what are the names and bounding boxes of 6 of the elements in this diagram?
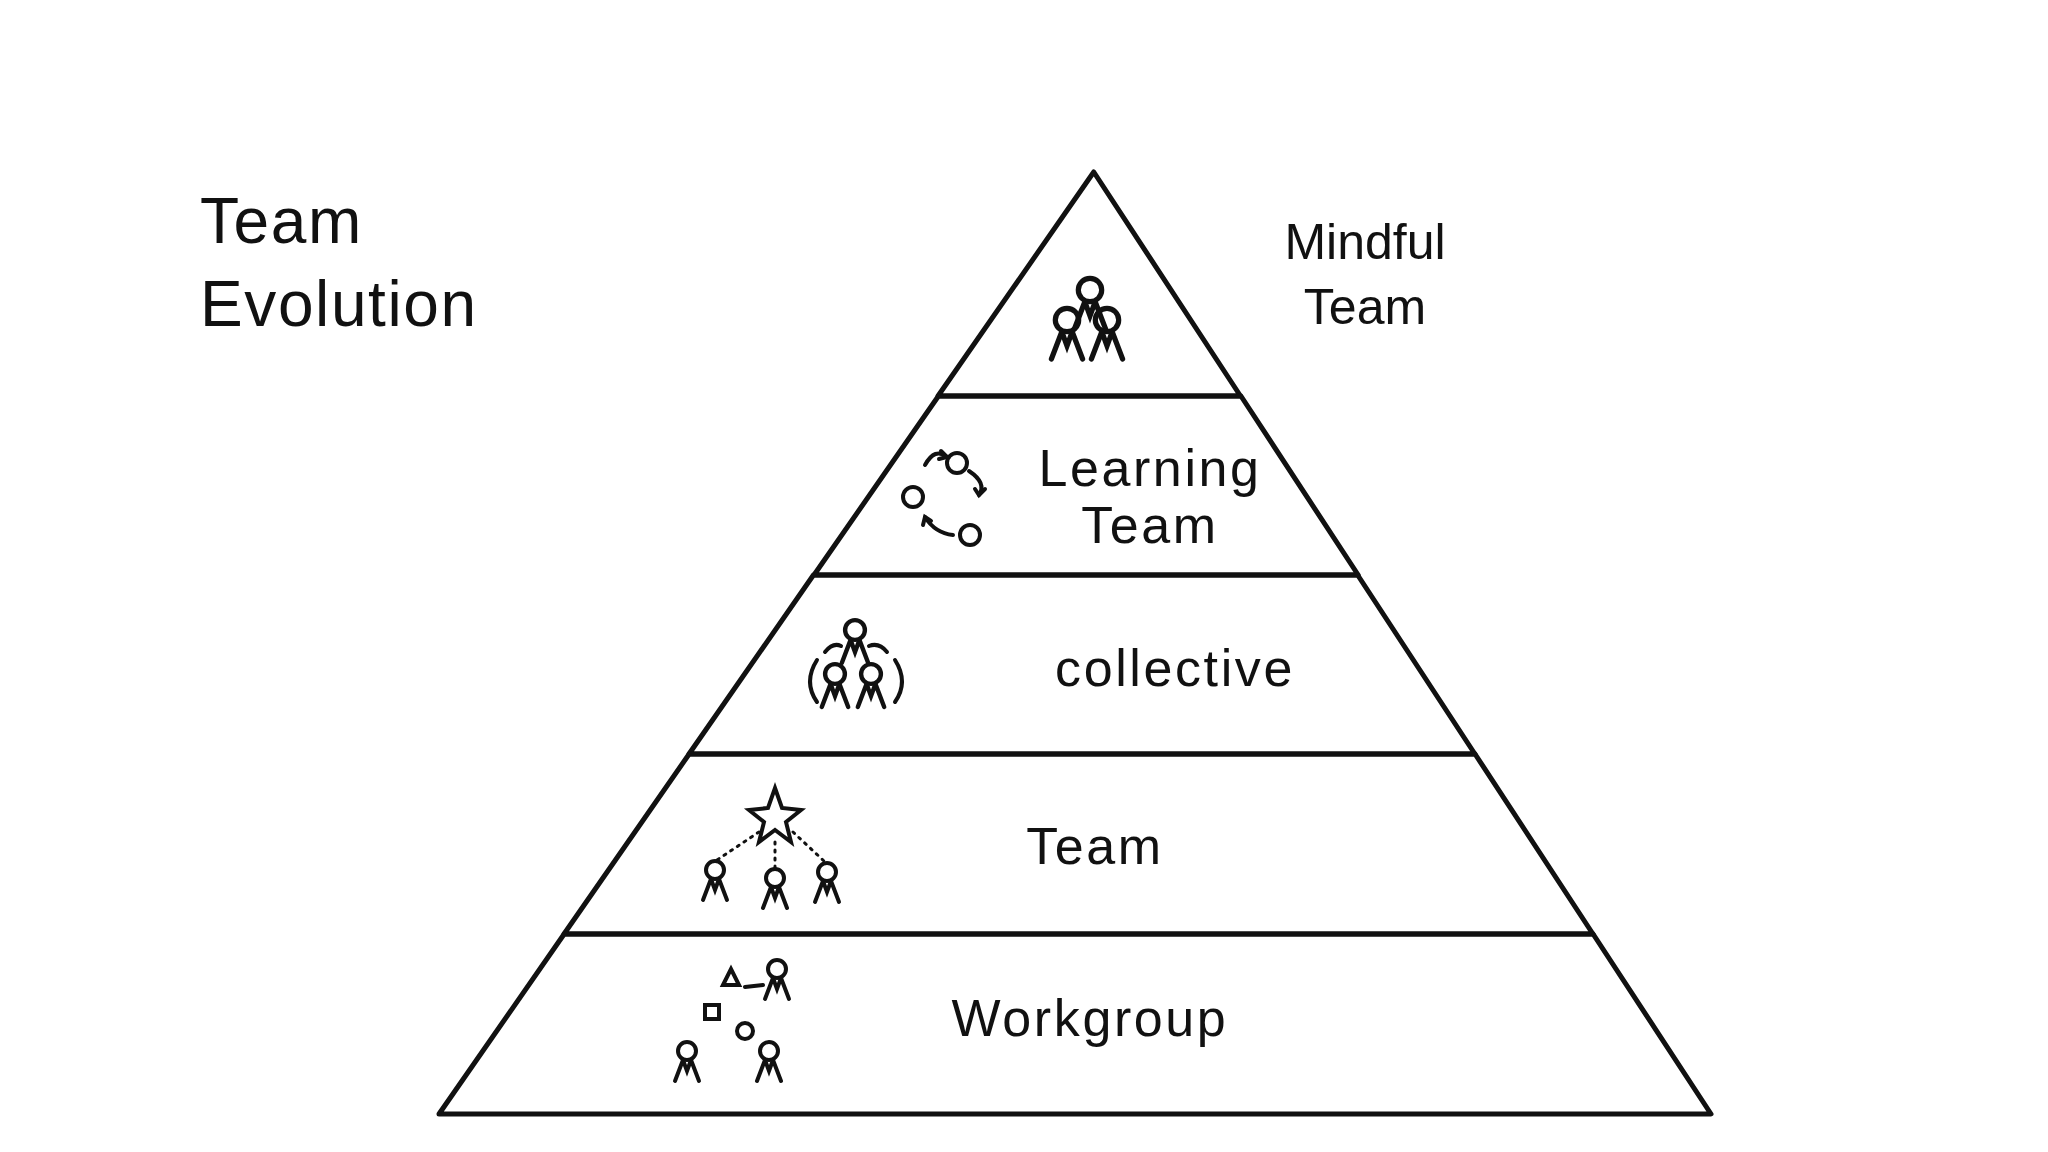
- tier-label: Learning Team: [1037, 440, 1263, 555]
- tier-label: Workgroup: [950, 990, 1230, 1048]
- tier-label: collective: [1054, 640, 1296, 698]
- tier-caption: Mindful Team: [1283, 213, 1447, 337]
- tier-label: Team: [1025, 818, 1165, 876]
- title: Team Evolution: [200, 184, 479, 343]
